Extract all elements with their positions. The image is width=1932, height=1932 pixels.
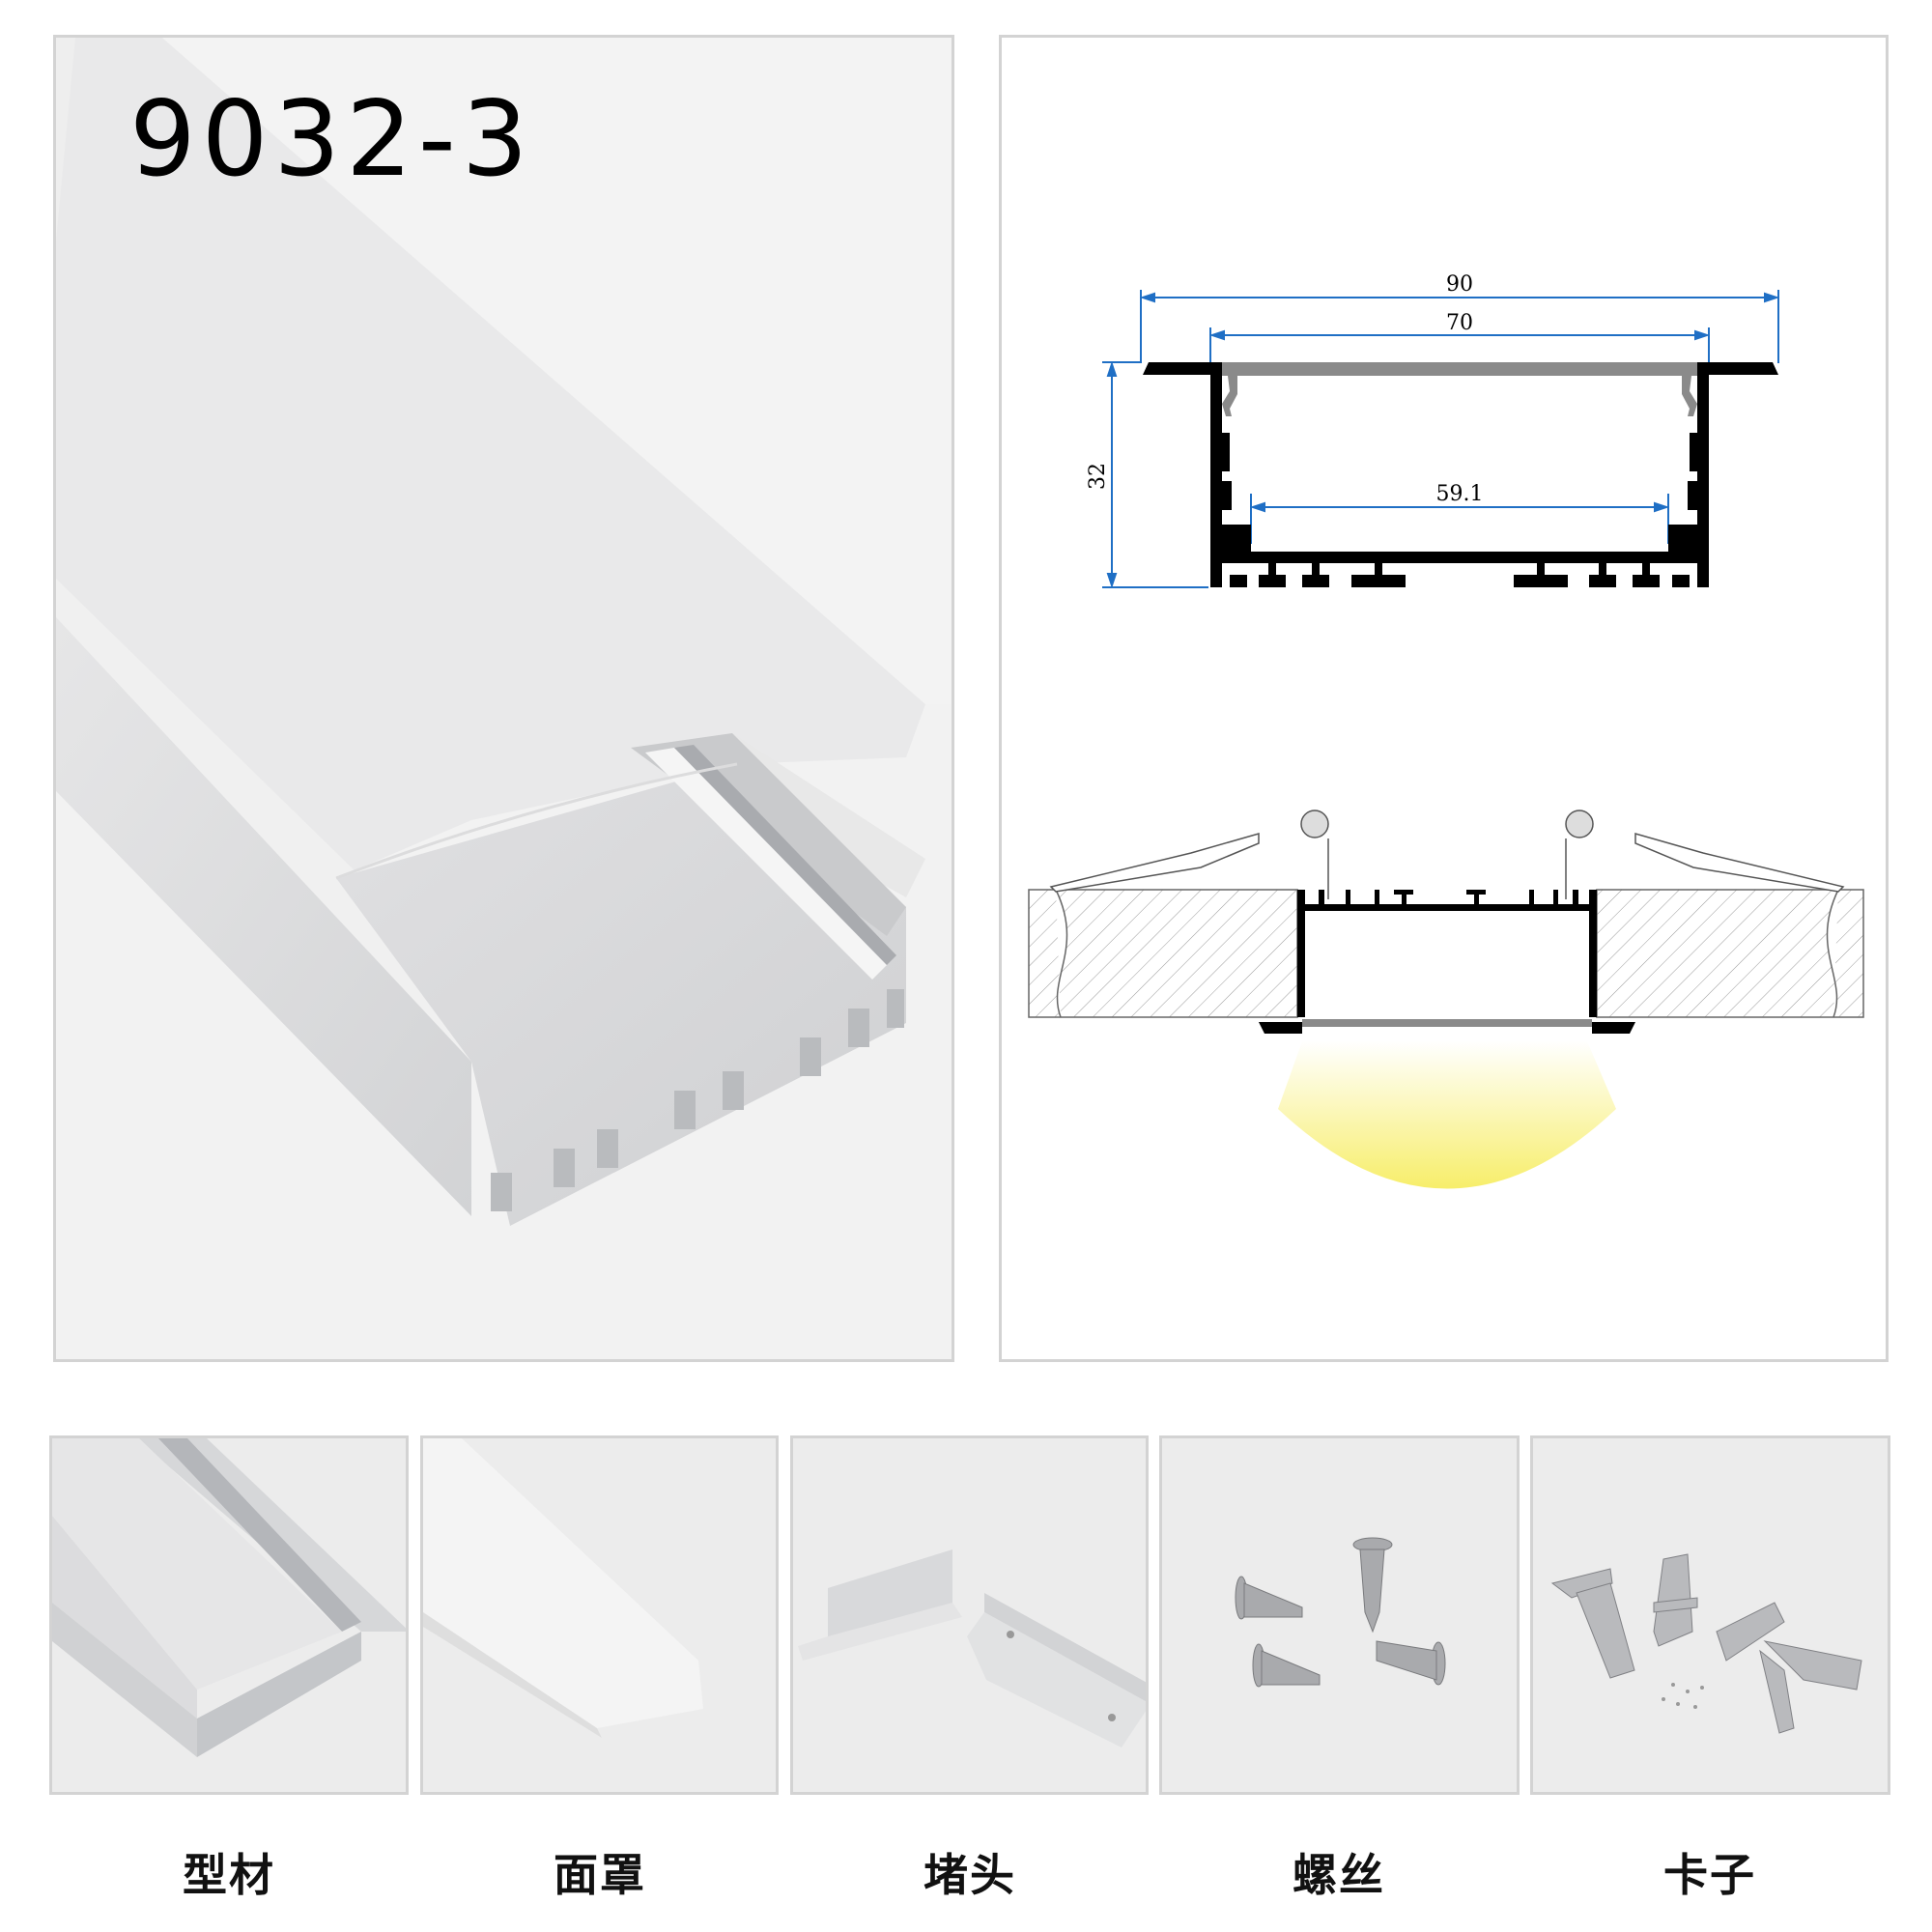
installation-diagram — [1028, 810, 1864, 1189]
component-thumb-screws — [1159, 1435, 1520, 1795]
profile-photo — [52, 1438, 406, 1792]
light-beam — [1278, 1041, 1616, 1189]
component-label-profile: 型材 — [183, 1849, 275, 1901]
end-cap-photo — [793, 1438, 1146, 1792]
component-label-clips: 卡子 — [1663, 1849, 1756, 1901]
component-thumb-end-cap — [790, 1435, 1149, 1795]
clips-photo — [1533, 1438, 1888, 1792]
aluminum-profile-photo — [56, 38, 952, 1359]
component-thumb-diffuser — [420, 1435, 779, 1795]
model-number-title: 9032-3 — [129, 79, 534, 200]
component-label-diffuser: 面罩 — [554, 1849, 646, 1901]
technical-diagram-panel: 90 70 59.1 32 — [999, 35, 1889, 1362]
component-thumb-clips — [1530, 1435, 1890, 1795]
component-thumb-profile — [49, 1435, 409, 1795]
screws-photo — [1162, 1438, 1517, 1792]
dimension-channel-width: 59.1 — [1436, 482, 1484, 506]
dimension-overall-width: 90 — [1446, 272, 1473, 297]
component-label-screws: 螺丝 — [1293, 1849, 1385, 1901]
component-label-end-cap: 堵头 — [923, 1849, 1016, 1901]
dimension-inner-width: 70 — [1446, 311, 1473, 335]
dimension-height: 32 — [1086, 463, 1110, 490]
dimension-drawing: 90 70 59.1 32 — [1028, 272, 1864, 1189]
product-photo-panel: 9032-3 — [53, 35, 954, 1362]
diffuser-photo — [423, 1438, 776, 1792]
